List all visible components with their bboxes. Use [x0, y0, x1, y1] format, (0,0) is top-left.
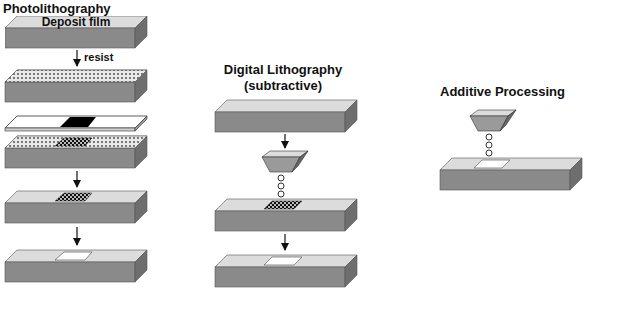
substrate-slab — [215, 100, 357, 132]
photomask-edge — [5, 128, 135, 131]
column-heading: Additive Processing — [440, 84, 620, 100]
exposed-resist — [55, 138, 92, 146]
patterned-film — [55, 252, 92, 260]
droplet — [486, 142, 492, 148]
resist-layer — [5, 70, 147, 82]
substrate-slab — [5, 136, 147, 168]
mask-pattern — [60, 117, 96, 127]
process-arrow — [284, 134, 285, 148]
substrate-slab — [215, 255, 357, 287]
droplet — [486, 134, 492, 140]
droplet — [278, 191, 284, 197]
substrate-slab — [5, 191, 147, 223]
photomask-edge — [135, 116, 147, 131]
print-head — [292, 151, 308, 172]
print-head — [500, 110, 516, 131]
column-heading: Digital Lithography (subtractive) — [208, 62, 358, 93]
process-arrow — [76, 171, 77, 187]
droplet — [486, 150, 492, 156]
film-slab: Deposit film — [5, 16, 148, 49]
column-heading: Photolithography — [3, 1, 203, 17]
substrate-slab — [5, 70, 147, 102]
patterned-film — [264, 257, 302, 265]
process-arrow — [76, 50, 77, 66]
photomask-plate — [5, 116, 147, 128]
substrate-slab — [5, 16, 147, 48]
droplet — [278, 175, 284, 181]
process-arrow — [284, 234, 285, 250]
process-arrow — [76, 227, 77, 245]
resist-layer — [5, 136, 147, 148]
substrate-slab — [440, 158, 582, 190]
substrate-slab — [215, 199, 357, 231]
printed-film — [474, 160, 510, 168]
droplet — [278, 183, 284, 189]
slab-label: Deposit film — [5, 16, 147, 28]
step-label: resist — [84, 51, 144, 64]
resist-pattern — [55, 193, 92, 201]
substrate-slab — [5, 250, 147, 282]
printed-mask — [264, 201, 302, 209]
